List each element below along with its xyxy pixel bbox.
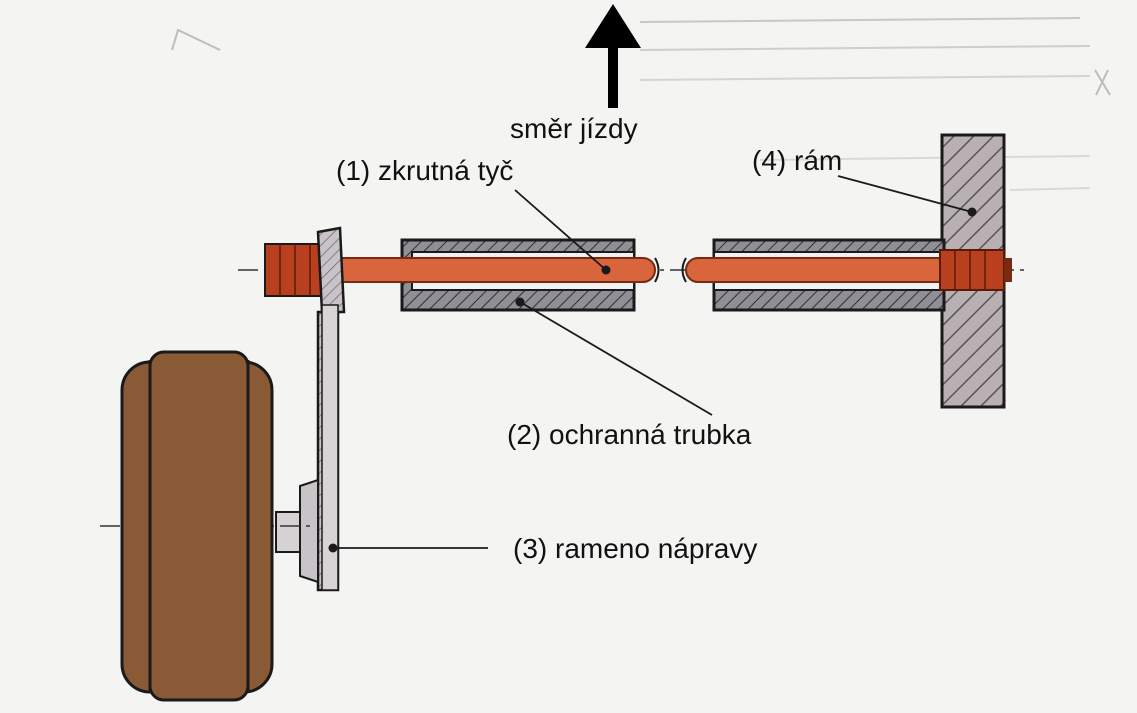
direction-arrow bbox=[585, 4, 641, 108]
label-protective-tube: (2) ochranná trubka bbox=[507, 419, 752, 450]
wheel bbox=[120, 350, 274, 702]
axle-arm bbox=[316, 226, 346, 592]
leader-dot-torsion-bar bbox=[601, 265, 611, 275]
direction-label: směr jízdy bbox=[510, 113, 638, 144]
leader-dot-protective-tube bbox=[515, 297, 525, 307]
break-marks bbox=[654, 257, 687, 283]
leader-frame bbox=[837, 175, 973, 213]
leader-dot-frame bbox=[967, 207, 977, 217]
label-torsion-bar: (1) zkrutná tyč bbox=[336, 155, 513, 186]
label-frame: (4) rám bbox=[752, 145, 842, 176]
leader-dot-axle-arm bbox=[328, 543, 338, 553]
wheel-hub bbox=[275, 478, 319, 584]
leader-torsion-bar bbox=[514, 189, 607, 271]
leader-protective-tube bbox=[519, 301, 713, 416]
leader-lines bbox=[328, 175, 977, 553]
background-scan-marks bbox=[171, 17, 1111, 191]
label-axle-arm: (3) rameno nápravy bbox=[513, 533, 757, 564]
torsion-bar-right bbox=[685, 249, 1012, 291]
